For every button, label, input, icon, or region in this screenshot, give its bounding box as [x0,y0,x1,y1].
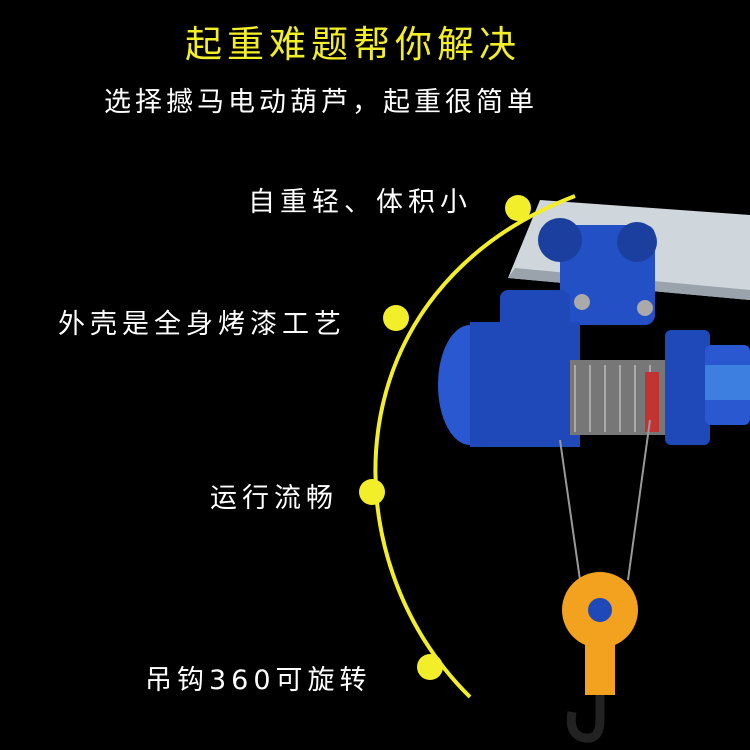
hook-block [562,572,638,743]
trolley [538,218,657,325]
feature-dot [383,305,409,331]
feature-smooth-operation: 运行流畅 [210,483,338,514]
feature-rotating-hook: 吊钩360可旋转 [145,665,372,696]
feature-paint-finish: 外壳是全身烤漆工艺 [58,309,346,340]
feature-curve [373,194,576,699]
feature-light-weight: 自重轻、体积小 [248,187,472,218]
feature-dot [417,654,443,680]
hoist-body [438,290,750,447]
wire-rope [559,419,651,581]
headline: 起重难题帮你解决 [185,23,521,66]
feature-dot [359,479,385,505]
subheadline: 选择撼马电动葫芦，起重很简单 [104,87,538,118]
feature-dot [505,195,531,221]
